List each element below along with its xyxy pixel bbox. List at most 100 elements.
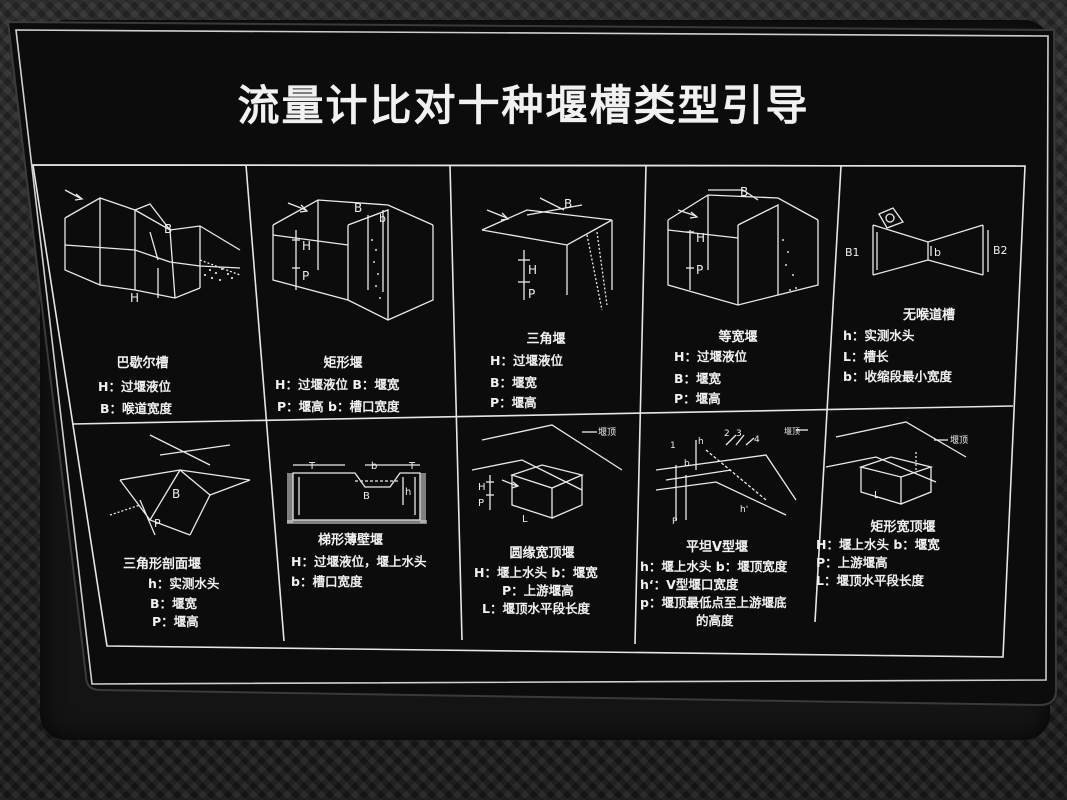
cell-rectangular-weir: B b H P 矩形堰 H：过堰液位 B：堰宽 P：堰高 b：槽口宽度: [248, 170, 450, 420]
label-L: L: [874, 490, 880, 501]
cutthroat-flume-diagram-icon: B1 b B2: [845, 207, 1008, 276]
page-title: 流量计比对十种堰槽类型引导: [237, 81, 810, 130]
label-P: P: [672, 517, 678, 527]
cell-line: P：上游堰高: [816, 555, 888, 570]
cell-line: L：槽长: [843, 349, 889, 364]
cell-line: b：槽口宽度: [291, 574, 363, 589]
cell-line: B：堰宽: [490, 375, 538, 390]
round-nosed-weir-diagram-icon: 堰顶 H P L: [471, 424, 623, 525]
triangular-weir-diagram-icon: B H P: [481, 197, 613, 311]
cell-line: B：堰宽: [674, 371, 722, 386]
cell-cutthroat-flume: B1 b B2 无喉道槽 h：实测水头 L：槽长 b：收缩段最小宽度: [843, 170, 1023, 410]
cell-line: P：堰高: [152, 614, 199, 629]
label-crest: 堰顶: [598, 427, 616, 438]
label-P: P: [696, 263, 703, 277]
cell-line: P：堰高: [674, 391, 721, 406]
cell-name: 矩形宽顶堰: [870, 520, 936, 535]
label-B: B: [564, 197, 572, 211]
cell-line: h：堰上水头 b：堰顶宽度: [640, 559, 788, 574]
label-P: P: [478, 498, 484, 509]
cell-name: 圆缘宽顶堰: [509, 546, 575, 561]
cell-line: P：堰高: [490, 395, 537, 410]
cell-equal-width-weir: B H P 等宽堰 H：过堰液位 B：堰宽 P：堰高: [648, 170, 840, 420]
cell-line: h‘：V型堰口宽度: [640, 577, 739, 592]
cell-trapezoidal-thin-plate-weir: T b T B h 梯形薄壁堰 H：过堰液位，堰上水头 b：槽口宽度: [285, 425, 460, 640]
cell-line: H：过堰液位 B：堰宽: [275, 377, 400, 392]
label-crest: 堰顶: [784, 426, 800, 436]
flat-v-weir-diagram-icon: 1 2 3 4 h b P h' 堰顶: [655, 426, 808, 527]
label-3: 3: [736, 429, 742, 439]
cell-rectangular-broad-crested-weir: 堰顶 L 矩形宽顶堰 H：堰上水头 b：堰宽 P：上游堰高 L：堰顶水平段长度: [816, 412, 1002, 622]
label-h: h: [698, 437, 704, 447]
label-h-prime: h': [740, 505, 748, 515]
label-T: T: [308, 461, 316, 472]
cell-name: 矩形堰: [323, 356, 363, 371]
label-H: H: [696, 231, 705, 245]
cell-triangular-weir: B H P 三角堰 H：过堰液位 B：堰宽 P：堰高: [452, 170, 646, 420]
plate-frame: [15, 29, 1049, 685]
equal-width-weir-diagram-icon: B H P: [667, 185, 819, 306]
cell-name: 三角堰: [526, 332, 566, 347]
rectangular-weir-diagram-icon: B b H P: [272, 199, 434, 321]
cell-line: B：喉道宽度: [100, 401, 173, 416]
label-4: 4: [754, 435, 760, 445]
parshall-flume-diagram-icon: B H: [64, 189, 241, 305]
cell-line: H：过堰液位: [490, 353, 563, 368]
cell-line: P：堰高 b：槽口宽度: [277, 399, 400, 414]
label-b: b: [379, 212, 386, 225]
label-H: H: [478, 482, 486, 493]
guide-grid: [32, 164, 1026, 658]
cell-line: h：实测水头: [843, 328, 915, 343]
label-H: H: [302, 239, 311, 253]
cell-line: P：上游堰高: [502, 583, 574, 598]
label-H: H: [130, 291, 139, 305]
cell-line: L：堰顶水平段长度: [816, 573, 924, 588]
label-b: b: [371, 461, 377, 472]
label-B: B: [354, 201, 362, 215]
label-b: b: [684, 459, 690, 469]
cell-line: p：堰顶最低点至上游堰底: [640, 595, 787, 610]
trapezoidal-weir-diagram-icon: T b T B h: [287, 461, 427, 524]
label-P: P: [528, 287, 535, 301]
plate-body: [6, 20, 1058, 707]
label-B: B: [363, 491, 370, 502]
cell-triangular-profile-weir: B P 三角形剖面堰 h：实测水头 B：堰宽 P：堰高: [80, 425, 280, 640]
label-P: P: [302, 269, 309, 283]
label-h: h: [405, 487, 411, 498]
label-B: B: [164, 222, 172, 236]
cell-line: 的高度: [696, 613, 734, 628]
label-P: P: [154, 517, 161, 530]
label-B2: B2: [993, 244, 1008, 257]
label-crest: 堰顶: [950, 435, 968, 446]
label-2: 2: [724, 429, 730, 439]
cell-line: b：收缩段最小宽度: [843, 369, 952, 384]
cell-name: 梯形薄壁堰: [317, 533, 383, 548]
label-B1: B1: [845, 246, 860, 259]
cell-line: H：过堰液位: [674, 349, 747, 364]
cell-line: H：堰上水头 b：堰宽: [816, 537, 940, 552]
cell-line: H：堰上水头 b：堰宽: [474, 565, 598, 580]
label-B: B: [740, 185, 748, 199]
cell-parshall-flume: B H 巴歇尔槽 H：过堰液位 B：喉道宽度: [40, 170, 245, 420]
label-L: L: [522, 514, 528, 525]
cell-line: L：堰顶水平段长度: [482, 601, 590, 616]
label-T: T: [408, 461, 416, 472]
cell-line: H：过堰液位: [98, 379, 171, 394]
cell-line: B：堰宽: [150, 596, 198, 611]
triangular-profile-weir-diagram-icon: B P: [109, 434, 251, 536]
label-B: B: [172, 487, 180, 501]
label-b: b: [934, 246, 941, 259]
cell-name: 等宽堰: [718, 330, 758, 345]
cell-round-nosed-broad-crested-weir: 堰顶 H P L 圆缘宽顶堰 H：堰上水头 b：堰宽 P：上游堰高 L：堰顶水平…: [462, 420, 634, 635]
cell-name: 三角形剖面堰: [122, 557, 201, 572]
cell-line: h：实测水头: [148, 576, 220, 591]
cell-name: 平坦V型堰: [685, 540, 749, 555]
cell-name: 巴歇尔槽: [116, 356, 169, 371]
rectangular-broad-weir-diagram-icon: 堰顶 L: [825, 421, 968, 505]
cell-flat-v-weir: 1 2 3 4 h b P h' 堰顶 平坦V型堰 h：堰上水头 b：堰顶宽度 …: [636, 420, 814, 635]
label-1: 1: [670, 441, 676, 451]
cell-name: 无喉道槽: [902, 308, 955, 323]
cell-line: H：过堰液位，堰上水头: [291, 554, 427, 569]
